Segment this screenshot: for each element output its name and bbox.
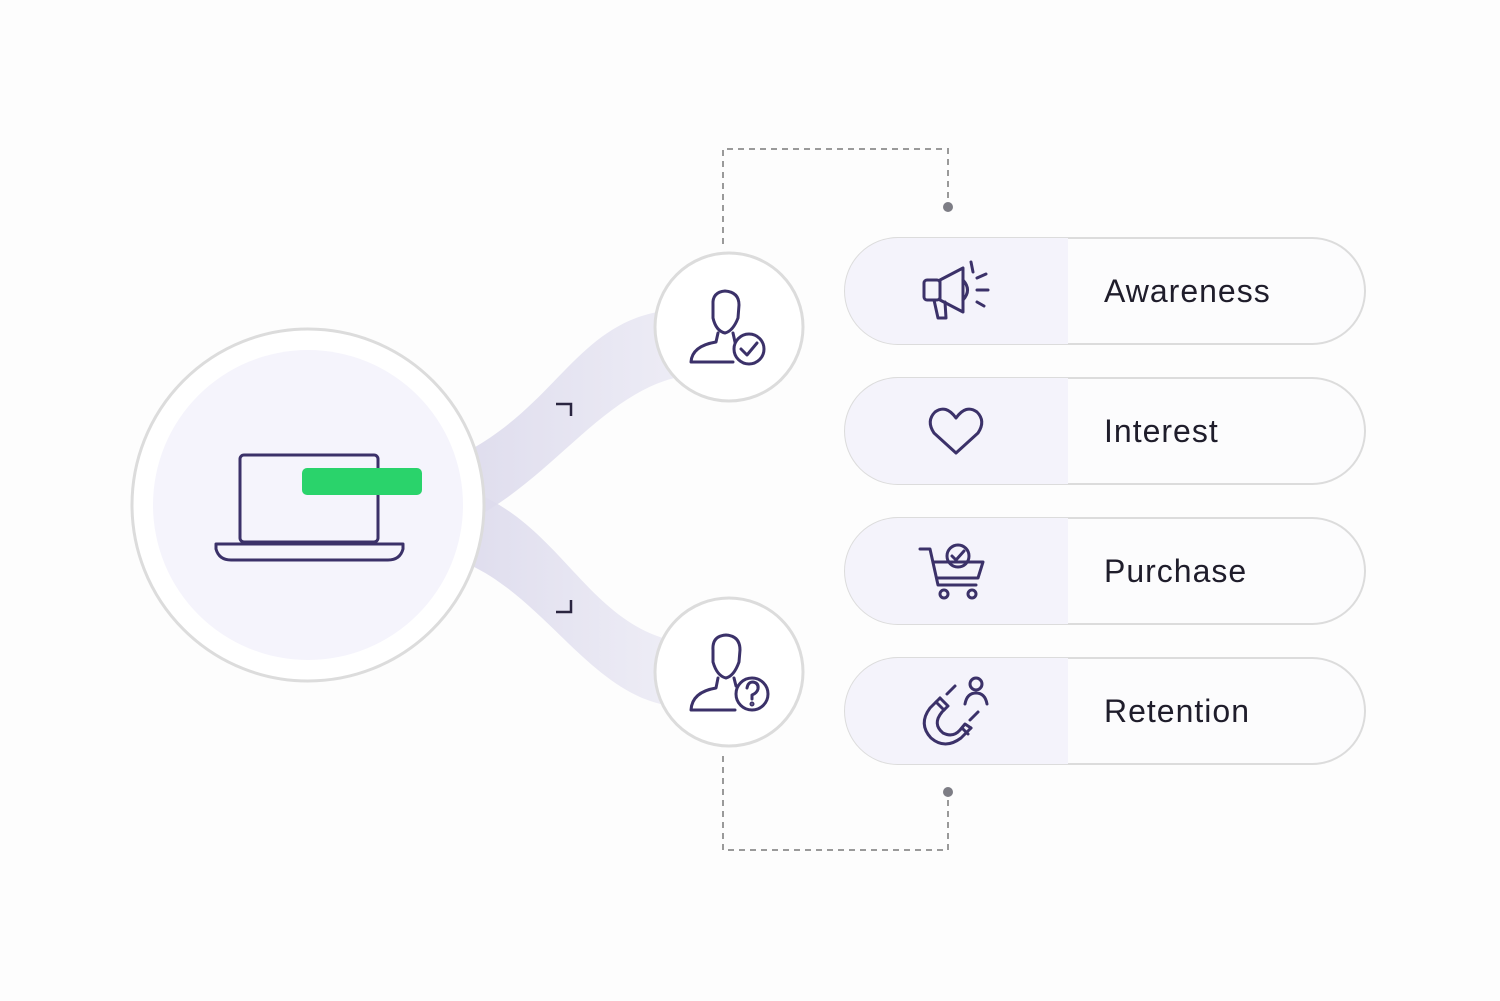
megaphone-icon — [922, 260, 990, 320]
unknown-user-node — [653, 596, 805, 748]
laptop-icon — [214, 453, 405, 562]
shopping-cart-check-icon — [918, 543, 985, 600]
bracket-dot-bottom — [943, 787, 953, 797]
flow-band-top — [470, 310, 690, 515]
stage-label-awareness: Awareness — [1104, 273, 1271, 309]
stage-pill-retention: Retention — [844, 657, 1366, 765]
stage-label-purchase: Purchase — [1104, 553, 1247, 589]
flow-marker-bottom — [556, 600, 573, 614]
dashed-bracket-top — [722, 148, 949, 244]
stage-label-retention: Retention — [1104, 693, 1250, 729]
heart-icon — [928, 407, 984, 455]
stage-pill-purchase: Purchase — [844, 517, 1366, 625]
user-question-icon — [689, 633, 770, 712]
bracket-dot-top — [943, 202, 953, 212]
flow-marker-top — [556, 402, 573, 416]
stage-pill-awareness: Awareness — [844, 237, 1366, 345]
verified-user-node — [653, 251, 805, 403]
stage-label-interest: Interest — [1104, 413, 1219, 449]
dashed-bracket-bottom — [722, 756, 949, 851]
magnet-user-icon — [922, 676, 989, 746]
user-check-icon — [689, 289, 766, 366]
laptop-badge — [302, 468, 422, 495]
stage-pill-interest: Interest — [844, 377, 1366, 485]
source-node — [130, 327, 486, 683]
